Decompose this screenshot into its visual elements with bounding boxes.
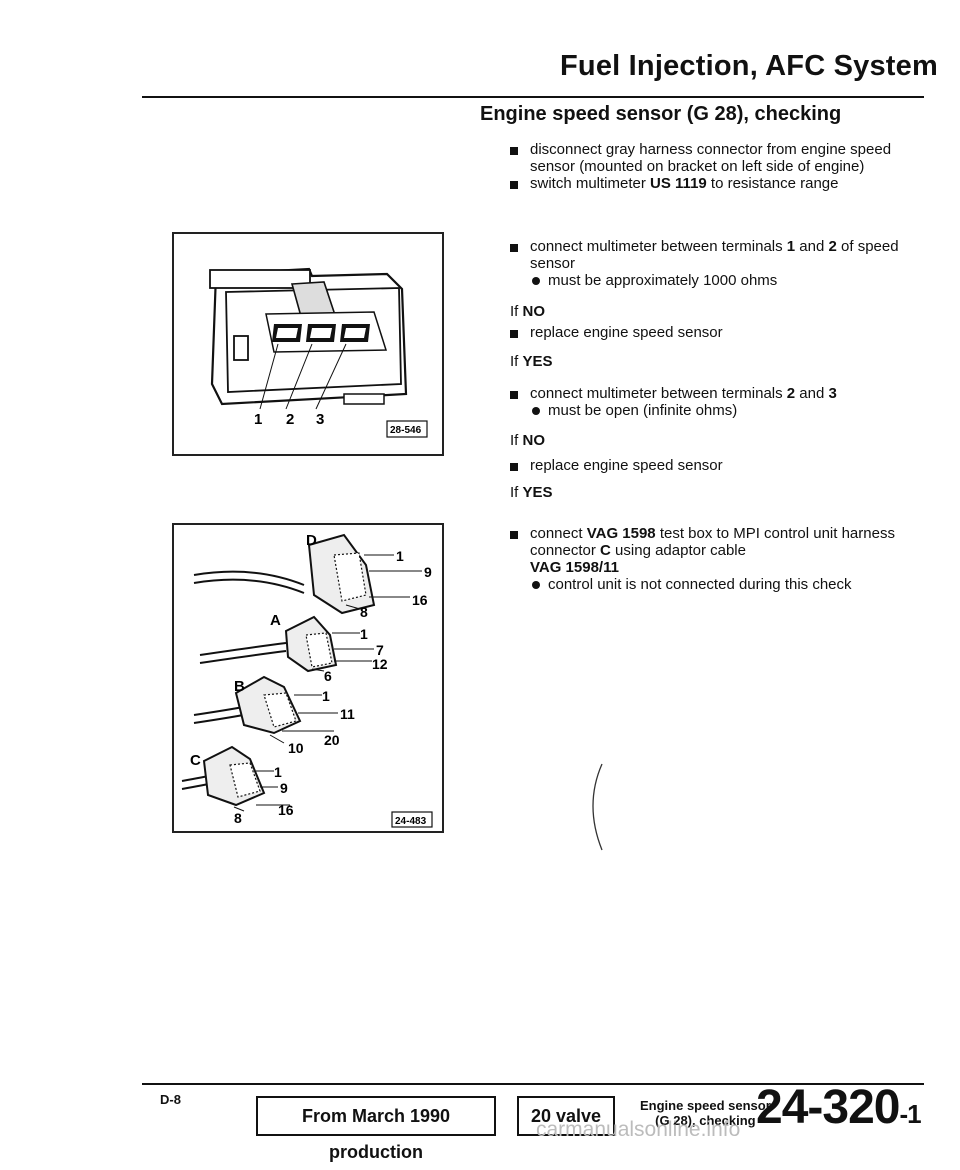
if-no-2: If NO: [510, 432, 546, 449]
replace-sensor-1: replace engine speed sensor: [510, 324, 910, 341]
bullet-square: [510, 391, 518, 399]
valve-box: 20 valve: [517, 1096, 615, 1136]
bullet-square: [510, 147, 518, 155]
header-rule: [142, 96, 924, 98]
pin-c-8: 8: [234, 810, 242, 826]
pin-c-16: 16: [278, 802, 294, 818]
pin-b-20: 20: [324, 732, 340, 748]
connector-label-b: B: [234, 678, 245, 695]
pin-c-9: 9: [280, 780, 288, 796]
fig1-label-2: 2: [286, 411, 294, 428]
bullet-dot: [532, 277, 540, 285]
if-yes-2: If YES: [510, 484, 553, 501]
pin-a-12: 12: [372, 656, 388, 672]
connector-label-c: C: [190, 752, 201, 769]
connector-label-a: A: [270, 612, 281, 629]
footer-rule: [142, 1083, 924, 1085]
bullet-dot: [532, 407, 540, 415]
page-header-title: Fuel Injection, AFC System: [560, 50, 938, 82]
pin-a-6: 6: [324, 668, 332, 684]
bullet-square: [510, 531, 518, 539]
page-code: D-8: [160, 1092, 181, 1107]
step-switch-multimeter: switch multimeter US 1119 to resistance …: [510, 175, 910, 192]
pin-a-7: 7: [376, 642, 384, 658]
production-box: From March 1990 production: [256, 1096, 496, 1162]
watermark: carmanualsonline.info: [536, 1118, 741, 1141]
bullet-square: [510, 244, 518, 252]
harness-connectors-illustration: D 1 9 16 8 A 1 7 12 6 B 1 11 20 10: [181, 532, 433, 828]
figure-sensor-connector: 1 2 3 28-546: [172, 232, 444, 456]
fig1-id: 28-546: [390, 425, 422, 436]
steps-block-3: connect multimeter between terminals 2 a…: [510, 385, 910, 419]
pin-d-8: 8: [360, 604, 368, 620]
stray-bracket-mark: [592, 763, 603, 851]
connector-label-d: D: [306, 532, 317, 549]
if-yes-1: If YES: [510, 353, 553, 370]
steps-block-1: disconnect gray harness connector from e…: [510, 141, 910, 192]
steps-block-2: connect multimeter between terminals 1 a…: [510, 238, 910, 289]
fig1-label-1: 1: [254, 411, 262, 428]
step-connect-1-2: connect multimeter between terminals 1 a…: [510, 238, 910, 272]
pin-b-1: 1: [322, 688, 330, 704]
pin-d-16: 16: [412, 592, 428, 608]
step-connect-2-3: connect multimeter between terminals 2 a…: [510, 385, 910, 402]
pin-b-10: 10: [288, 740, 304, 756]
page-number: 24-320-1: [756, 1081, 922, 1134]
figure-harness-connectors: D 1 9 16 8 A 1 7 12 6 B 1 11 20 10: [172, 523, 444, 833]
note-unit-disconnected: control unit is not connected during thi…: [510, 576, 910, 593]
bullet-square: [510, 181, 518, 189]
bullet-square: [510, 463, 518, 471]
pin-b-11: 11: [340, 706, 355, 722]
note-1000-ohms: must be approximately 1000 ohms: [510, 272, 910, 289]
section-title: Engine speed sensor (G 28), checking: [480, 103, 842, 125]
pin-c-1: 1: [274, 764, 282, 780]
replace-sensor-2: replace engine speed sensor: [510, 457, 910, 474]
pin-d-1: 1: [396, 548, 404, 564]
note-open: must be open (infinite ohms): [510, 402, 910, 419]
step-disconnect: disconnect gray harness connector from e…: [510, 141, 910, 175]
pin-d-9: 9: [424, 564, 432, 580]
steps-block-4: connect VAG 1598 test box to MPI control…: [510, 525, 910, 593]
bullet-dot: [532, 581, 540, 589]
fig1-label-3: 3: [316, 411, 324, 428]
pin-a-1: 1: [360, 626, 368, 642]
bullet-square: [510, 330, 518, 338]
if-no-1: If NO: [510, 303, 546, 320]
sensor-connector-illustration: 1 2 3 28-546: [209, 267, 428, 438]
step-connect-vag: connect VAG 1598 test box to MPI control…: [510, 525, 910, 576]
fig2-id: 24-483: [395, 816, 427, 827]
footer-reference: Engine speed sensor (G 28), checking: [640, 1098, 771, 1128]
